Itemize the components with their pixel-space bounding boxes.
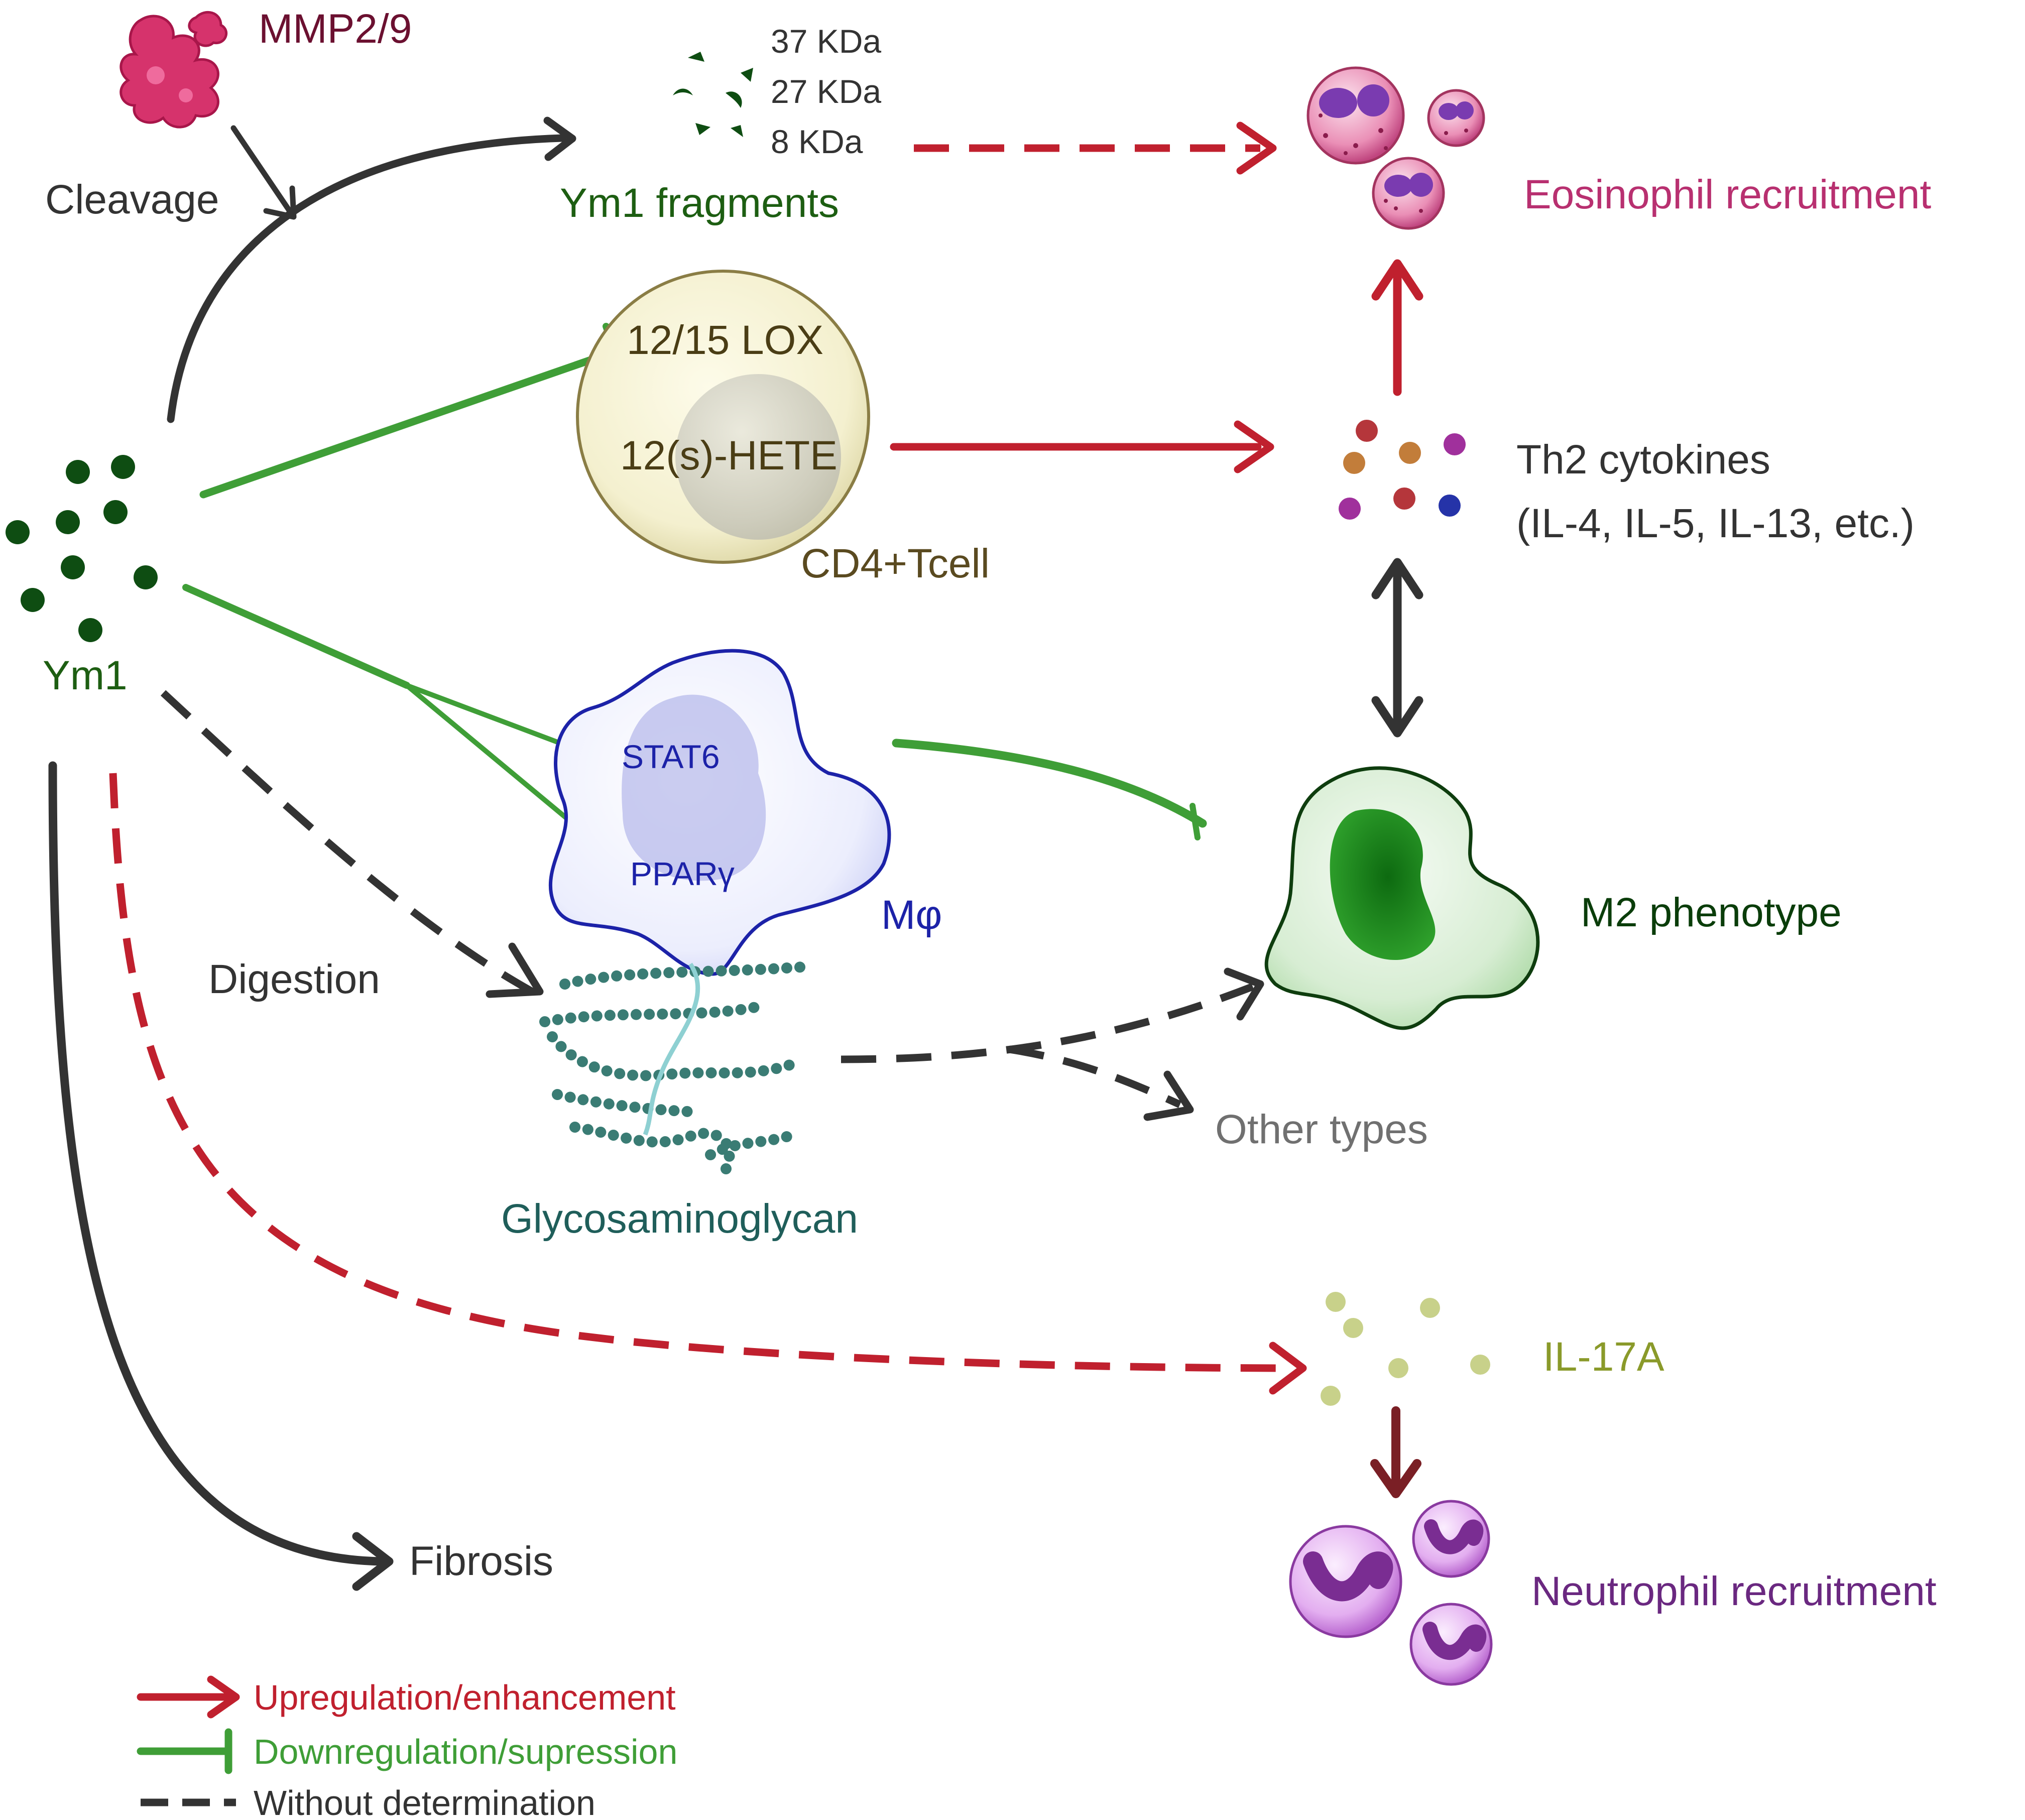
ym1-to-fibrosis-arrow <box>48 761 394 1591</box>
ym1-molecule-dots <box>6 455 158 642</box>
lox-label: 12/15 LOX <box>627 317 823 363</box>
legend-downregulation-label: Downregulation/supression <box>254 1732 677 1771</box>
legend-upregulation-swatch <box>137 1675 240 1719</box>
macrophage-label: Mφ <box>881 892 942 938</box>
legend-downregulation-swatch <box>137 1728 232 1774</box>
ym1-to-fragments-arrow <box>167 116 576 423</box>
neutrophil-cells-icon <box>1289 1500 1493 1686</box>
th2-to-eosinophil-arrow <box>1371 259 1423 396</box>
ym1-label: Ym1 <box>43 653 128 698</box>
gag-to-other-types-arrow <box>1008 1045 1194 1121</box>
ppar-label: PPARγ <box>630 855 735 892</box>
legend-undetermined-label: Without determination <box>254 1783 595 1820</box>
gag-label: Glycosaminoglycan <box>501 1196 858 1242</box>
ym1-fragments-icon <box>673 52 753 137</box>
gag-to-m2-arrow <box>841 967 1264 1063</box>
th2-cytokine-dots <box>1339 420 1466 520</box>
legend-upregulation-label: Upregulation/enhancement <box>254 1678 676 1717</box>
eosinophil-cells-icon <box>1306 66 1485 230</box>
th2-title-label: Th2 cytokines <box>1516 437 1770 482</box>
il17a-dots <box>1321 1292 1490 1406</box>
fibrosis-label: Fibrosis <box>409 1538 553 1584</box>
cleavage-arrow <box>230 125 297 220</box>
m2-macrophage-icon <box>1264 766 1540 1030</box>
hete-label: 12(s)-HETE <box>620 433 838 478</box>
ym1-inhibits-stat6-ppar <box>182 584 618 881</box>
fragments-to-eosinophil-arrow <box>914 122 1277 175</box>
il17a-label: IL-17A <box>1543 1334 1664 1380</box>
ym1-to-il17a-arrow <box>109 773 1307 1395</box>
other-types-label: Other types <box>1215 1107 1428 1152</box>
th2-m2-bidirectional-arrow <box>1371 558 1423 738</box>
tcell-to-th2-arrow <box>890 420 1274 473</box>
digestion-label: Digestion <box>208 956 380 1002</box>
il17a-to-neutrophil-arrow <box>1370 1406 1421 1498</box>
kda-8-label: 8 KDa <box>771 123 863 160</box>
legend: Upregulation/enhancement Downregulation/… <box>137 1675 677 1820</box>
th2-list-label: (IL-4, IL-5, IL-13, etc.) <box>1516 501 1915 546</box>
stat6-label: STAT6 <box>622 738 720 775</box>
glycosaminoglycan-strand <box>643 962 700 1136</box>
mmp-label: MMP2/9 <box>259 6 412 52</box>
m2-label: M2 phenotype <box>1581 890 1842 935</box>
kda-27-label: 27 KDa <box>771 73 881 110</box>
macrophage-cell-icon <box>548 649 891 976</box>
ym1-digestion-arrow <box>160 690 544 998</box>
cd4-tcell-icon <box>576 270 870 564</box>
glycosaminoglycan-icon <box>539 961 814 1175</box>
mmp-protein-icon <box>120 11 228 129</box>
macrophage-inhibits-m2 <box>892 739 1207 840</box>
cleavage-label: Cleavage <box>45 177 219 222</box>
tcell-label: CD4+Tcell <box>801 541 990 586</box>
ym1-inhibits-lox <box>199 323 628 499</box>
fragments-label: Ym1 fragments <box>560 180 839 226</box>
eosinophil-label: Eosinophil recruitment <box>1524 172 1931 217</box>
kda-37-label: 37 KDa <box>771 23 881 60</box>
neutrophil-label: Neutrophil recruitment <box>1531 1568 1937 1614</box>
